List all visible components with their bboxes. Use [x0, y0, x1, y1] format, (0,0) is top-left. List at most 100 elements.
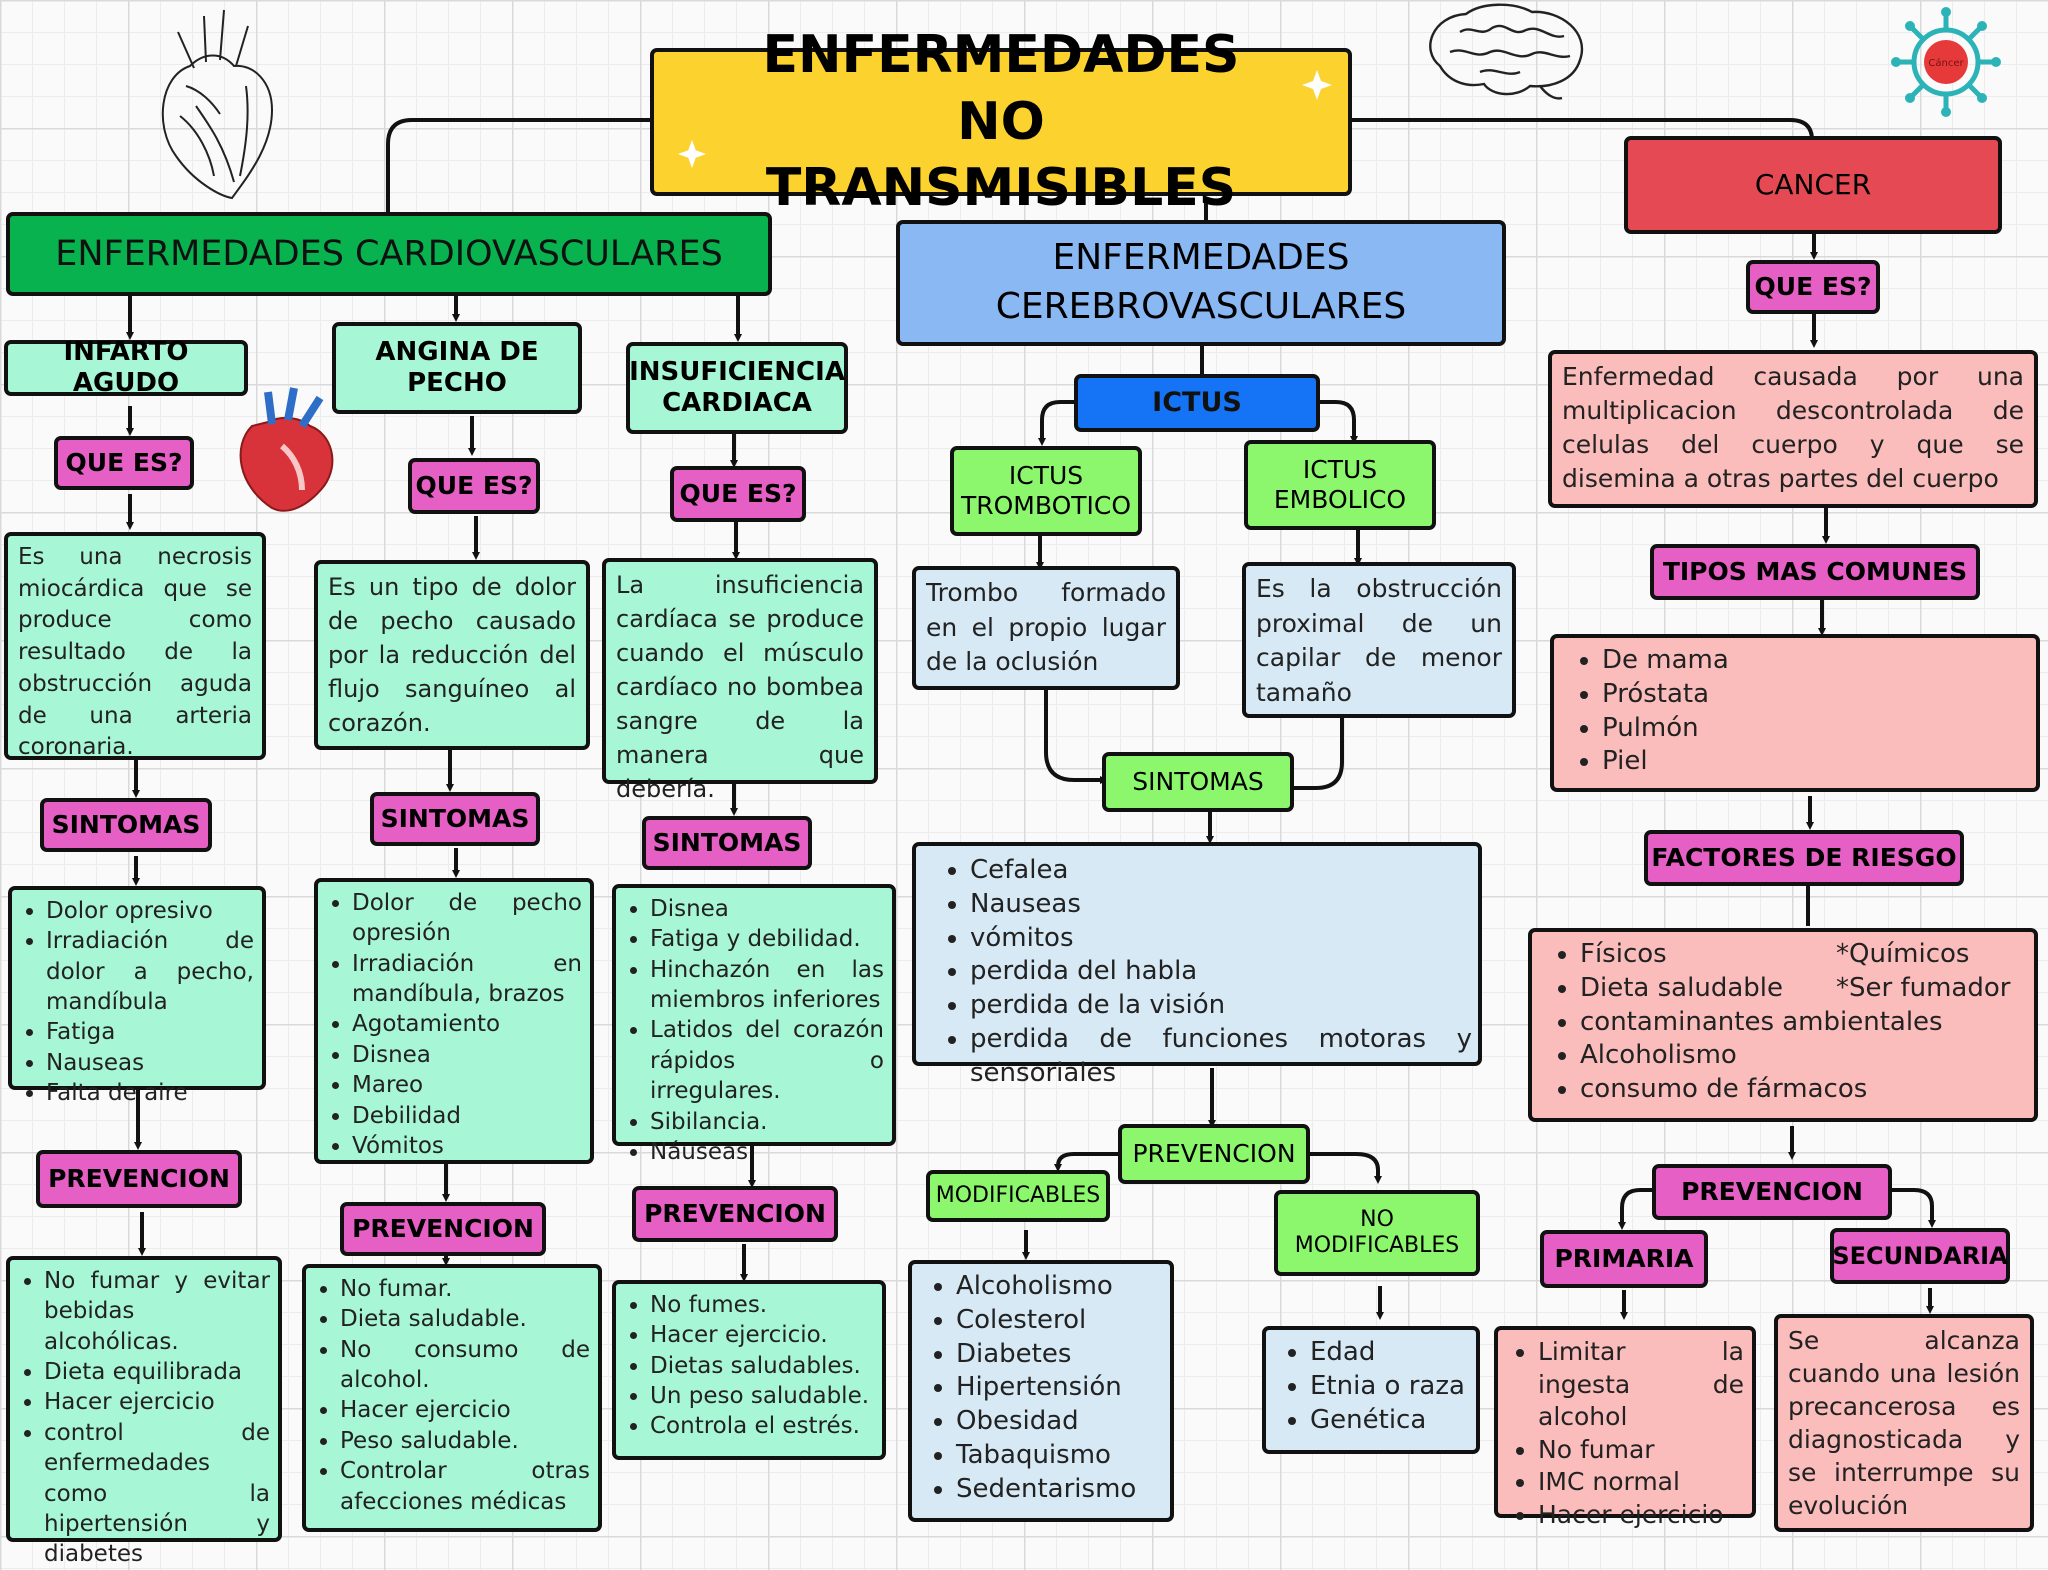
list-item: Sedentarismo: [956, 1473, 1162, 1507]
cancer-definition: Enfermedad causada por una multiplicacio…: [1548, 350, 2038, 508]
angina-title: ANGINA DE PECHO: [332, 322, 582, 414]
list-item: Próstata: [1602, 678, 2028, 712]
ictus-label: ICTUS: [1074, 374, 1320, 432]
cardiovascular-title: ENFERMEDADES CARDIOVASCULARES: [55, 234, 723, 274]
no-modificables-box: Edad Etnia o raza Genética: [1262, 1326, 1480, 1454]
list-item: Controla el estrés.: [650, 1411, 874, 1441]
list-item: perdida del habla: [970, 955, 1472, 989]
list-item: Disnea: [650, 894, 884, 924]
trombotico-definition: Trombo formado en el propio lugar de la …: [912, 566, 1180, 690]
que-es-text: QUE ES?: [415, 471, 533, 500]
list-item: Dolor de pecho opresión: [352, 888, 582, 949]
angina-symptoms-list: Dolor de pecho opresión Irradiación en m…: [318, 888, 582, 1161]
cancer-def-text: Enfermedad causada por una multiplicacio…: [1562, 362, 2024, 493]
angina-prevention-list: No fumar. Dieta saludable. No consumo de…: [306, 1274, 590, 1517]
insuficiencia-definition: La insuficiencia cardíaca se produce cua…: [602, 558, 878, 803]
tipos-list: De mama Próstata Pulmón Piel: [1554, 644, 2028, 779]
list-item: Hacer ejercicio: [1538, 1499, 1744, 1532]
prevencion-text: PREVENCION: [48, 1164, 230, 1193]
list-item: Dolor opresivo: [46, 896, 254, 926]
list-item: No consumo de alcohol.: [340, 1335, 590, 1396]
list-item: Alcoholismo: [956, 1270, 1162, 1304]
list-item: Fatiga: [46, 1017, 254, 1047]
list-item: Dieta saludable*Ser fumador: [1580, 972, 2026, 1006]
list-item: No fumar.: [340, 1274, 590, 1304]
cancer-prevencion-label: PREVENCION: [1652, 1164, 1892, 1220]
list-item: De mama: [1602, 644, 2028, 678]
list-item: Dieta equilibrada: [44, 1357, 270, 1387]
infarto-prevention-list: No fumar y evitar bebidas alcohólicas. D…: [10, 1266, 270, 1570]
que-es-text: QUE ES?: [1754, 272, 1872, 301]
primaria-box: Limitar la ingesta de alcohol No fumar I…: [1494, 1326, 1756, 1529]
cerebro-prevencion-label: PREVENCION: [1118, 1124, 1310, 1184]
ictus-text: ICTUS: [1152, 386, 1242, 418]
cancer-heading: CANCER: [1624, 136, 2002, 234]
no-modificables-label: NO MODIFICABLES: [1274, 1190, 1480, 1276]
list-item: Latidos del corazón rápidos o irregulare…: [650, 1015, 884, 1106]
list-item: Hacer ejercicio: [340, 1395, 590, 1425]
list-item: Agotamiento: [352, 1009, 582, 1039]
insuficiencia-que-es-label: QUE ES?: [670, 466, 806, 522]
infarto-sintomas-label: SINTOMAS: [40, 798, 212, 852]
brain-sketch-icon: [1429, 3, 1584, 100]
list-item: No fumar y evitar bebidas alcohólicas.: [44, 1266, 270, 1357]
sparkle-icon: [1302, 70, 1332, 100]
modificables-text: MODIFICABLES: [935, 1182, 1101, 1208]
angina-que-es-label: QUE ES?: [408, 458, 540, 514]
angina-name: ANGINA DE PECHO: [375, 336, 539, 398]
cerebro-symptoms-box: Cefalea Nauseas vómitos perdida del habl…: [912, 842, 1482, 1088]
insuficiencia-title: INSUFICIENCIA CARDIACA: [626, 342, 848, 434]
list-item: Diabetes: [956, 1338, 1162, 1372]
list-item: vómitos: [970, 922, 1472, 956]
cardiovascular-heading: ENFERMEDADES CARDIOVASCULARES: [6, 212, 772, 296]
cerebrovascular-heading: ENFERMEDADES CEREBROVASCULARES: [896, 220, 1506, 346]
list-item: perdida de funciones motoras y sensorial…: [970, 1023, 1472, 1091]
list-item: Falta de aire: [46, 1078, 254, 1108]
list-item: Mareo: [352, 1070, 582, 1100]
insuficiencia-prevention-list: No fumes. Hacer ejercicio. Dietas saluda…: [616, 1290, 874, 1442]
angina-symptoms-box: Dolor de pecho opresión Irradiación en m…: [314, 878, 594, 1164]
ictus-embolico-title: ICTUS EMBOLICO: [1244, 440, 1436, 530]
insuficiencia-symptoms-list: Disnea Fatiga y debilidad. Hinchazón en …: [616, 894, 884, 1167]
sintomas-text: SINTOMAS: [380, 804, 530, 833]
list-item: Fatiga y debilidad.: [650, 924, 884, 954]
list-item: Dieta saludable.: [340, 1304, 590, 1334]
list-item: Irradiación en mandíbula, brazos: [352, 949, 582, 1010]
secundaria-definition: Se alcanza cuando una lesión precanceros…: [1774, 1314, 2034, 1532]
tipos-box: De mama Próstata Pulmón Piel: [1550, 634, 2040, 792]
cerebro-symptoms-list: Cefalea Nauseas vómitos perdida del habl…: [922, 854, 1472, 1091]
primaria-text: PRIMARIA: [1554, 1244, 1694, 1273]
infarto-def-text: Es una necrosis miocárdica que se produc…: [18, 544, 252, 761]
factores-box: Físicos*Químicos Dieta saludable*Ser fum…: [1528, 928, 2038, 1122]
cerebro-sintomas-label: SINTOMAS: [1102, 752, 1294, 812]
cancer-title: CANCER: [1754, 168, 1872, 202]
insuficiencia-prevention-box: No fumes. Hacer ejercicio. Dietas saluda…: [612, 1280, 886, 1460]
embolico-definition: Es la obstrucción proximal de un capilar…: [1242, 562, 1516, 718]
list-item: consumo de fármacos: [1580, 1073, 2026, 1107]
insuficiencia-def-text: La insuficiencia cardíaca se produce cua…: [616, 571, 864, 804]
cerebrovascular-title: ENFERMEDADES CEREBROVASCULARES: [995, 237, 1407, 327]
list-item: Peso saludable.: [340, 1426, 590, 1456]
infarto-definition: Es una necrosis miocárdica que se produc…: [4, 532, 266, 760]
list-item: perdida de la visión: [970, 989, 1472, 1023]
list-item: Obesidad: [956, 1405, 1162, 1439]
list-item: Tabaquismo: [956, 1439, 1162, 1473]
cancer-logo-text: Cáncer: [1928, 57, 1964, 69]
prevencion-text: PREVENCION: [644, 1199, 826, 1228]
cancer-cell-icon: Cáncer: [1891, 7, 2001, 117]
primaria-label: PRIMARIA: [1540, 1230, 1708, 1288]
infarto-title: INFARTO AGUDO: [4, 336, 248, 398]
list-item: Nauseas: [46, 1048, 254, 1078]
factor-left: Físicos: [1580, 939, 1667, 969]
insuficiencia-sintomas-label: SINTOMAS: [642, 816, 812, 870]
main-title: ENFERMEDADES NO TRANSMISIBLES: [762, 25, 1240, 219]
sintomas-text: SINTOMAS: [1132, 767, 1264, 796]
list-item: Hinchazón en las miembros inferiores: [650, 955, 884, 1016]
cancer-que-es-label: QUE ES?: [1746, 260, 1880, 314]
sintomas-text: SINTOMAS: [652, 828, 802, 857]
no-modificables-list: Edad Etnia o raza Genética: [1266, 1336, 1468, 1437]
prevencion-text: PREVENCION: [352, 1214, 534, 1243]
main-title-box: ENFERMEDADES NO TRANSMISIBLES: [650, 25, 1352, 218]
infarto-name: INFARTO AGUDO: [63, 336, 189, 398]
no-modificables-text: NO MODIFICABLES: [1294, 1206, 1460, 1258]
